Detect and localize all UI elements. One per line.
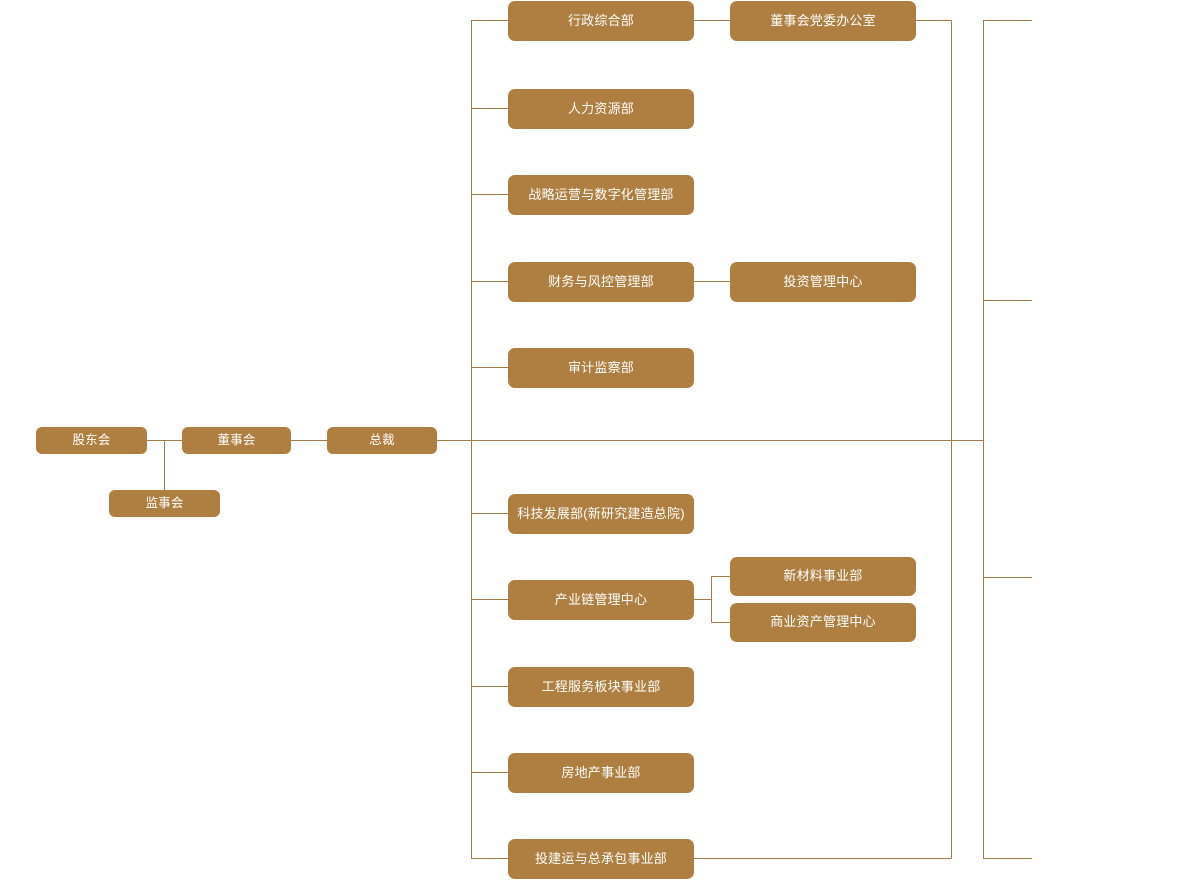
node-label: 投建运与总承包事业部: [534, 850, 667, 866]
node-new-materials-division[interactable]: 新材料事业部: [730, 557, 916, 596]
node-label: 行政综合部: [567, 12, 634, 28]
node-label: 财务与风控管理部: [548, 273, 654, 289]
node-label: 科技发展部(新研究建造总院): [517, 505, 685, 521]
node-label: 投资管理中心: [783, 273, 863, 289]
node-label: 房地产事业部: [561, 764, 641, 780]
node-technology-development-dept[interactable]: 科技发展部(新研究建造总院): [508, 494, 694, 534]
node-industry-chain-management-center[interactable]: 产业链管理中心: [508, 580, 694, 620]
node-label: 股东会: [72, 433, 111, 448]
node-label: 产业链管理中心: [554, 591, 648, 607]
node-real-estate-division[interactable]: 房地产事业部: [508, 753, 694, 793]
node-label: 董事会党委办公室: [770, 12, 876, 28]
node-label: 工程服务板块事业部: [541, 678, 661, 694]
node-engineering-services-division[interactable]: 工程服务板块事业部: [508, 667, 694, 707]
node-administration-general-dept[interactable]: 行政综合部: [508, 1, 694, 41]
node-human-resources-dept[interactable]: 人力资源部: [508, 89, 694, 129]
node-audit-supervision-dept[interactable]: 审计监察部: [508, 348, 694, 388]
node-label: 总裁: [369, 433, 395, 448]
node-investment-management-center[interactable]: 投资管理中心: [730, 262, 916, 302]
node-board-of-directors[interactable]: 董事会: [182, 427, 291, 454]
node-label: 人力资源部: [567, 100, 634, 116]
node-label: 监事会: [145, 496, 184, 511]
node-strategy-operations-digital-management-dept[interactable]: 战略运营与数字化管理部: [508, 175, 694, 215]
node-label: 审计监察部: [567, 359, 634, 375]
node-label: 商业资产管理中心: [770, 614, 876, 630]
node-shareholders-meeting[interactable]: 股东会: [36, 427, 147, 454]
node-investment-construction-gc-division[interactable]: 投建运与总承包事业部: [508, 839, 694, 879]
node-board-party-committee-office[interactable]: 董事会党委办公室: [730, 1, 916, 41]
node-label: 董事会: [217, 433, 256, 448]
node-president[interactable]: 总裁: [327, 427, 437, 454]
node-board-of-supervisors[interactable]: 监事会: [109, 490, 220, 517]
node-finance-risk-control-dept[interactable]: 财务与风控管理部: [508, 262, 694, 302]
node-label: 战略运营与数字化管理部: [528, 186, 674, 202]
node-label: 新材料事业部: [783, 568, 863, 584]
node-commercial-asset-management-center[interactable]: 商业资产管理中心: [730, 603, 916, 642]
